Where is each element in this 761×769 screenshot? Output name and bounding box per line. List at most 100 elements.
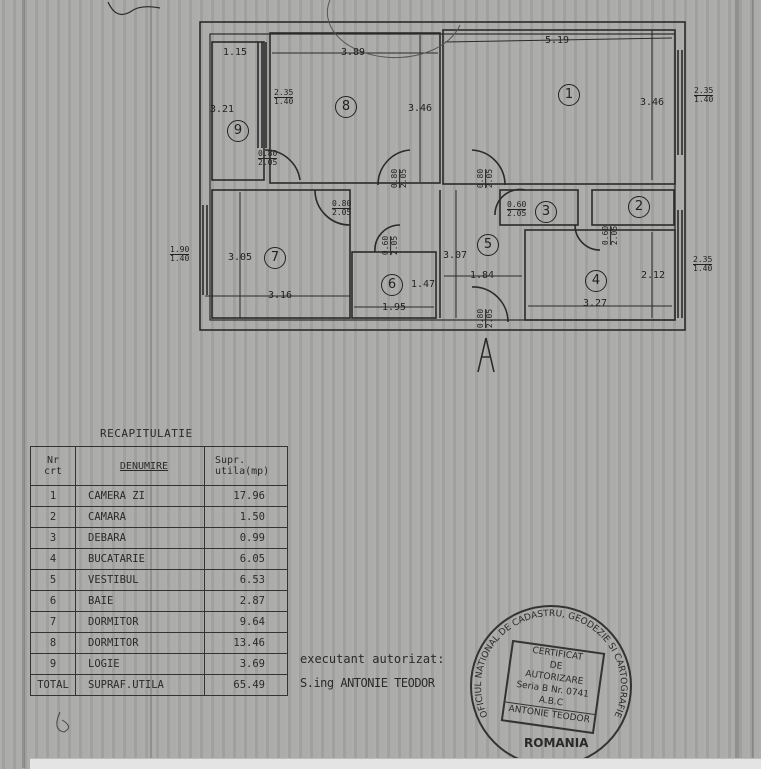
- room-number-3: 3: [535, 201, 557, 223]
- door-width: 0.80: [476, 168, 486, 189]
- partial-stamp: [326, 0, 461, 59]
- door-swing-8: [377, 149, 411, 186]
- dim-9-width: 1.15: [223, 47, 248, 58]
- room-6-outline: [351, 251, 437, 319]
- dim-8-depth: 3.46: [408, 103, 433, 114]
- scan-streak: [752, 0, 754, 768]
- dim-1-depth: 3.46: [640, 97, 665, 108]
- total-label: TOTAL: [30, 674, 76, 696]
- header-name: DENUMIRE: [75, 446, 205, 486]
- row-area: 1.50: [204, 506, 288, 528]
- row-nr: 1: [30, 485, 76, 507]
- door-swing-6: [374, 224, 401, 253]
- recap-title: RECAPITULATIE: [100, 427, 193, 440]
- header-area: Supr. utila(mp): [204, 446, 288, 486]
- room-number-9: 9: [227, 120, 249, 142]
- window-width: 2.35: [693, 255, 713, 264]
- row-name: DORMITOR: [75, 632, 205, 654]
- door-height: 2.05: [390, 235, 400, 256]
- row-nr: 7: [30, 611, 76, 633]
- door-swing-1: [471, 149, 506, 186]
- row-area: 17.96: [204, 485, 288, 507]
- row-name: DORMITOR: [75, 611, 205, 633]
- row-name: CAMERA ZI: [75, 485, 205, 507]
- room-number-2: 2: [628, 196, 650, 218]
- row-name: VESTIBUL: [75, 569, 205, 591]
- window-height: 1.40: [693, 264, 713, 273]
- room-2-outline: [591, 189, 675, 226]
- dim-5-depth: 3.07: [443, 250, 468, 261]
- signature-mark-bottom: [56, 711, 69, 733]
- door-swing-2: [574, 224, 601, 251]
- door-height: 2.05: [258, 158, 278, 167]
- door-height: 2.05: [332, 208, 352, 217]
- row-name: CAMARA: [75, 506, 205, 528]
- door-width: 0.80: [332, 199, 352, 208]
- row-nr: 6: [30, 590, 76, 612]
- room-7-outline: [211, 189, 351, 319]
- seal-ring: OFICIUL NATIONAL DE CADASTRU, GEODEZIE S…: [474, 609, 628, 719]
- door-height: 2.05: [485, 168, 495, 189]
- door-width: 0.60: [381, 235, 391, 256]
- room-number-1: 1: [558, 84, 580, 106]
- door-width: 0.80: [258, 149, 278, 158]
- bottom-bar: [30, 758, 761, 769]
- table-header: Nr crt DENUMIRE Supr. utila(mp): [30, 446, 288, 486]
- header-nr: Nr crt: [30, 446, 76, 486]
- row-nr: 4: [30, 548, 76, 570]
- window-height: 1.40: [170, 254, 190, 263]
- door-width: 0.60: [507, 200, 527, 209]
- seal-country: ROMANIA: [524, 736, 589, 750]
- certificate-box: CERTIFICAT DE AUTORIZARE Seria B Nr. 074…: [500, 639, 606, 735]
- row-name: DEBARA: [75, 527, 205, 549]
- room-number-6: 6: [381, 274, 403, 296]
- row-area: 2.87: [204, 590, 288, 612]
- door-width: 0.60: [601, 225, 611, 246]
- dim-1-width: 5.19: [545, 35, 570, 46]
- total-area: 65.49: [204, 674, 288, 696]
- row-name: BAIE: [75, 590, 205, 612]
- row-area: 9.64: [204, 611, 288, 633]
- row-nr: 5: [30, 569, 76, 591]
- row-nr: 3: [30, 527, 76, 549]
- dim-9-depth: 3.21: [210, 104, 235, 115]
- dim-5-width: 1.84: [470, 270, 495, 281]
- row-area: 3.69: [204, 653, 288, 675]
- dim-8-width: 3.89: [341, 47, 366, 58]
- row-name: BUCATARIE: [75, 548, 205, 570]
- scan-streak: [150, 0, 152, 768]
- dim-4-width: 3.27: [583, 298, 608, 309]
- door-swing-9: [264, 149, 301, 181]
- door-width: 0.80: [476, 308, 486, 329]
- door-height: 2.05: [485, 308, 495, 329]
- door-height: 2.05: [610, 225, 620, 246]
- row-nr: 2: [30, 506, 76, 528]
- row-area: 6.53: [204, 569, 288, 591]
- room-8-outline: [269, 32, 441, 184]
- row-nr: 9: [30, 653, 76, 675]
- door-height: 2.05: [507, 209, 527, 218]
- dim-6-width: 1.95: [382, 302, 407, 313]
- scan-streak: [22, 0, 25, 768]
- executant-label: executant autorizat:: [300, 652, 445, 666]
- outer-wall: [199, 21, 686, 331]
